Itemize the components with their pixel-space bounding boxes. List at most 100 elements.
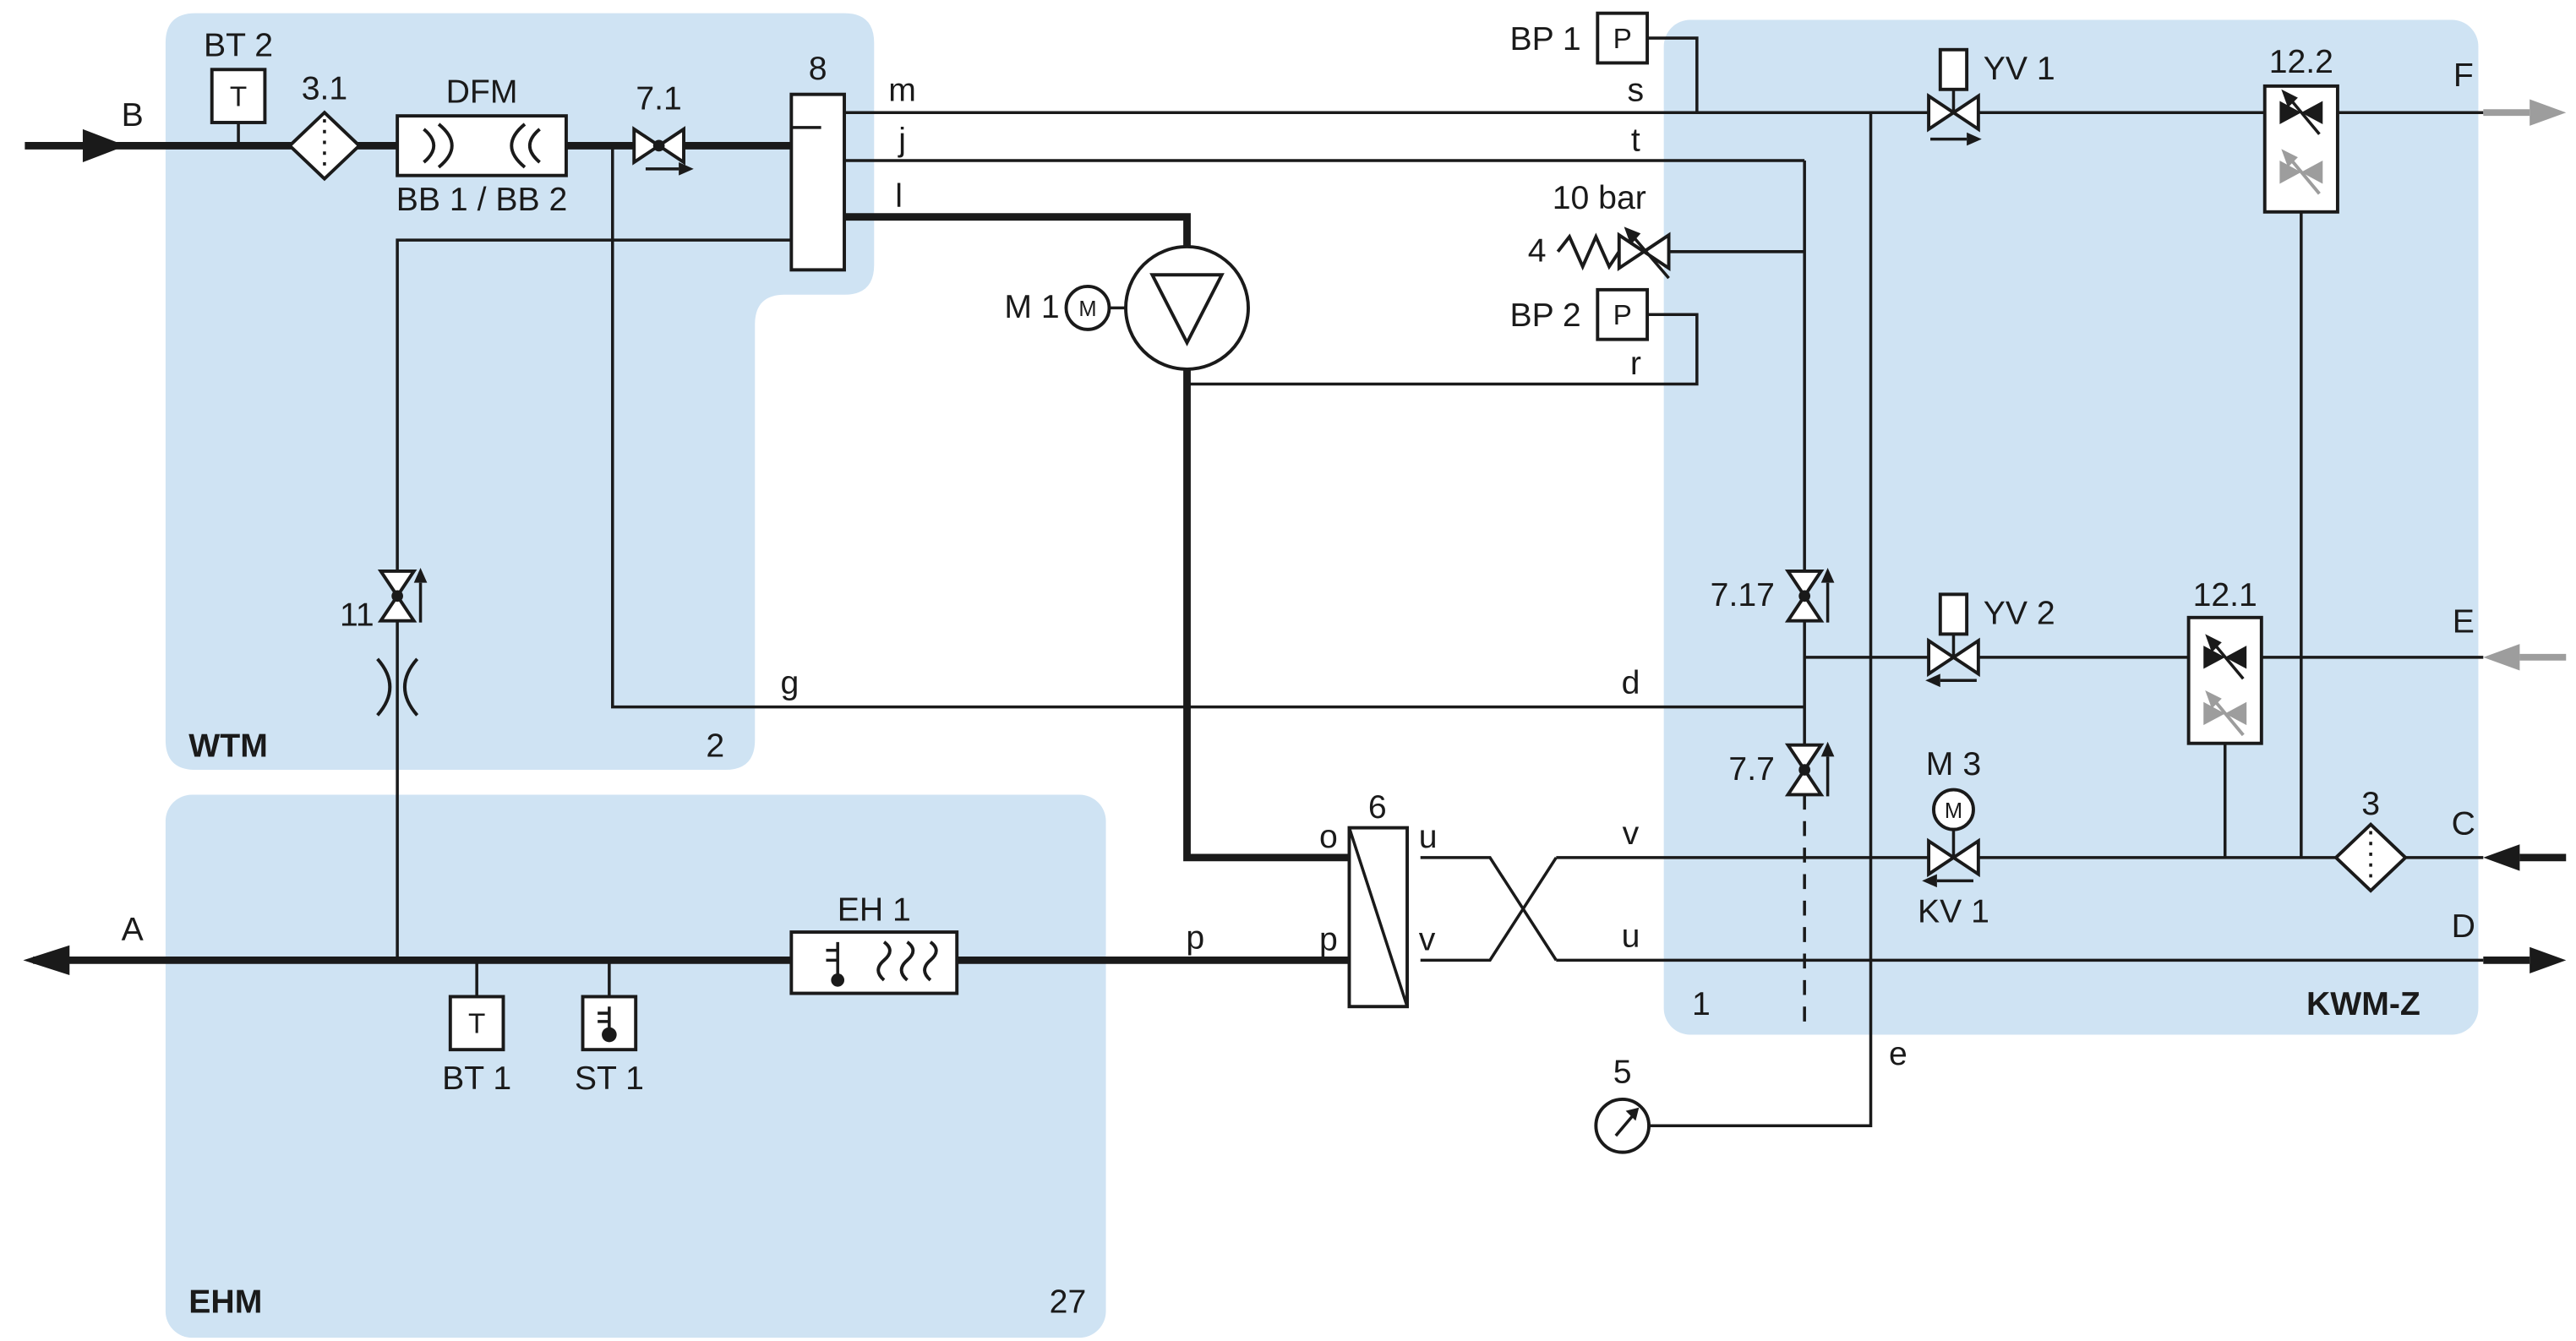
valve-body-left bbox=[1927, 92, 1957, 133]
line-l-label: l bbox=[895, 178, 903, 215]
distributor-label: 8 bbox=[809, 51, 827, 87]
port-e-label: E bbox=[2453, 603, 2475, 640]
distributor-body bbox=[789, 92, 846, 272]
inactive-valve-icon bbox=[2203, 701, 2225, 726]
gauge-needle-icon bbox=[1625, 1107, 1640, 1121]
pipe-e-line bbox=[1649, 112, 1873, 1128]
valve-body-right bbox=[656, 126, 685, 166]
block-body bbox=[2262, 84, 2339, 214]
module-kwmz-number: 1 bbox=[1692, 986, 1711, 1022]
distributor-8: 8 bbox=[789, 51, 846, 272]
flow-meter-dfm: DFM BB 1 / BB 2 bbox=[396, 74, 568, 218]
kwmz-region bbox=[1663, 19, 2479, 1035]
inactive-valve-arrow-icon bbox=[2205, 690, 2222, 709]
motor-icon bbox=[1932, 788, 1975, 831]
thermometer-icon bbox=[598, 1006, 611, 1028]
motor-glyph: M bbox=[1078, 297, 1096, 321]
line-t-label: t bbox=[1631, 122, 1640, 158]
control-block-12-1: 12.1 bbox=[2186, 577, 2263, 745]
inlet-arrow-c-icon bbox=[2483, 844, 2520, 871]
valve-body-bottom bbox=[377, 592, 418, 623]
solenoid-valve-yv2: YV 2 bbox=[1925, 592, 2055, 688]
line-s-label: s bbox=[1628, 73, 1645, 109]
solenoid-coil-icon bbox=[1938, 47, 1969, 91]
line-p-label: p bbox=[1186, 920, 1204, 957]
cross-v-label: v bbox=[1623, 815, 1640, 852]
module-kwmz-label: KWM-Z bbox=[2306, 986, 2420, 1022]
pump-m1: M M 1 bbox=[1004, 244, 1250, 371]
flow-direction-icon bbox=[679, 162, 694, 176]
motor-glyph: M bbox=[1945, 799, 1962, 823]
filter-diamond-icon bbox=[287, 110, 362, 182]
valve-label: 7.7 bbox=[1728, 751, 1774, 788]
valve-seat-dot-icon bbox=[652, 139, 665, 152]
dfm-sublabel: BB 1 / BB 2 bbox=[396, 182, 567, 218]
line-r-label: r bbox=[1630, 346, 1641, 382]
sensor-st1: ST 1 bbox=[575, 995, 644, 1097]
hx-port-v-label: v bbox=[1419, 922, 1436, 958]
filter-diamond-icon bbox=[2333, 822, 2409, 893]
pipe-cross-bottom bbox=[1420, 856, 1558, 962]
inactive-valve-icon bbox=[2224, 701, 2247, 726]
pipe-pump-to-hx bbox=[1183, 368, 1350, 862]
valve-body-right bbox=[1950, 837, 1980, 878]
dfm-body bbox=[396, 114, 568, 177]
motor-valve-kv1: M M 3 KV 1 bbox=[1918, 746, 1989, 929]
valve-body-left bbox=[1927, 637, 1957, 678]
line-g-label: g bbox=[780, 665, 799, 701]
valve-label: YV 2 bbox=[1984, 596, 2055, 632]
valve-body-top bbox=[1784, 569, 1825, 599]
valve-seat-dot-icon bbox=[391, 590, 403, 602]
filter-label: 3 bbox=[2361, 786, 2380, 822]
valve-body-top bbox=[377, 569, 418, 599]
port-b-label: B bbox=[122, 97, 144, 134]
flow-direction-icon bbox=[1820, 741, 1835, 757]
port-a-label: A bbox=[122, 912, 145, 948]
flow-direction-icon bbox=[1820, 568, 1835, 583]
valve-body-left bbox=[632, 126, 663, 166]
heater-coil-icon bbox=[876, 940, 938, 982]
active-valve-arrow-icon bbox=[2281, 89, 2298, 108]
heater-label: EH 1 bbox=[838, 891, 911, 928]
line-j-label: j bbox=[898, 122, 906, 158]
sensor-glyph: T bbox=[468, 1009, 485, 1040]
valve-label: 11 bbox=[340, 597, 374, 634]
active-valve-icon bbox=[2203, 646, 2225, 669]
hx-label: 6 bbox=[1368, 789, 1387, 826]
thermometer-bulb-icon bbox=[602, 1027, 617, 1043]
solenoid-coil-icon bbox=[1938, 592, 1969, 636]
flow-direction-icon bbox=[413, 568, 428, 583]
sensor-label: BP 1 bbox=[1510, 21, 1581, 57]
line-e-label: e bbox=[1889, 1036, 1907, 1072]
thermometer-bulb-icon bbox=[831, 973, 845, 987]
control-block-12-2: 12.2 bbox=[2262, 44, 2339, 214]
module-ehm-number: 27 bbox=[1050, 1284, 1087, 1321]
gauge-needle-shaft bbox=[1614, 1113, 1635, 1137]
sensor-bp2: P BP 2 bbox=[1510, 287, 1650, 341]
outlet-arrow-d-icon bbox=[2530, 946, 2567, 974]
inactive-valve-icon bbox=[2300, 161, 2323, 184]
valve-body-bottom bbox=[1784, 766, 1825, 797]
sensor-bp1: P BP 1 bbox=[1510, 11, 1650, 65]
pipe-g-d bbox=[611, 145, 1805, 709]
sensor-bt2: T BT 2 bbox=[204, 28, 273, 124]
valve-7-7: 7.7 bbox=[1728, 741, 1835, 797]
valve-label: 7.17 bbox=[1711, 577, 1775, 613]
pipe-bypass-11 bbox=[396, 238, 792, 961]
cross-u-label: u bbox=[1622, 919, 1640, 955]
gauge-label: 5 bbox=[1613, 1054, 1632, 1090]
block-label: 12.1 bbox=[2193, 577, 2257, 613]
active-valve-arrow-icon bbox=[2205, 634, 2222, 652]
outlet-arrow-f-icon bbox=[2530, 99, 2567, 126]
sensor-bt1: T BT 1 bbox=[442, 995, 511, 1097]
sensor-glyph: T bbox=[230, 81, 247, 112]
sensor-box bbox=[210, 68, 267, 124]
pump-body-icon bbox=[1124, 244, 1250, 371]
sensor-glyph: P bbox=[1613, 300, 1632, 331]
module-wtm-label: WTM bbox=[188, 728, 268, 764]
ultrasonic-waves-right-icon bbox=[510, 123, 541, 169]
heat-exchanger-6: 6 o u p v bbox=[1319, 789, 1438, 1009]
valve-seat-dot-icon bbox=[1798, 590, 1811, 602]
valve-7-17: 7.17 bbox=[1711, 568, 1835, 623]
valve-body-bottom bbox=[1784, 592, 1825, 623]
